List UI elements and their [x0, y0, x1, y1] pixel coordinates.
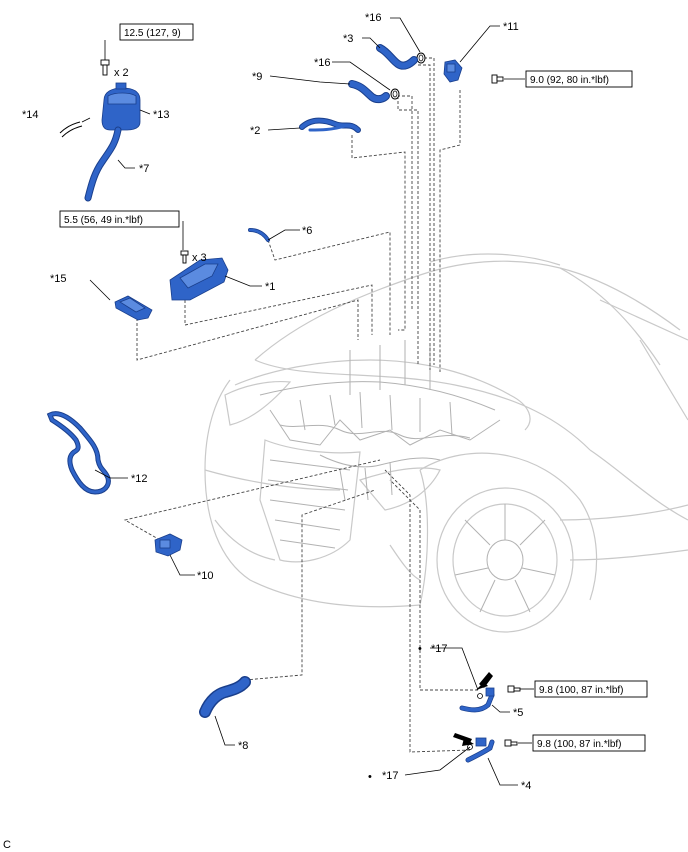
bolt-11: [491, 74, 504, 84]
part-10-pipe: [154, 533, 183, 557]
part-3-hose: [376, 44, 418, 70]
label-part-9: *9: [252, 71, 262, 83]
bolt-5: [507, 685, 521, 693]
solid-leaders: [81, 17, 534, 786]
label-part-3: *3: [343, 33, 353, 45]
bullet-17-upper: •: [418, 643, 422, 655]
gasket-17-upper: [477, 693, 483, 699]
label-part-15: *15: [50, 273, 67, 285]
bolt-4: [504, 739, 518, 747]
torque-5-text: 9.8 (100, 87 in.*lbf): [537, 739, 622, 750]
part-12-belt: [46, 411, 111, 495]
part-4-hose: [465, 737, 495, 763]
label-part-7: *7: [139, 163, 149, 175]
torque-4-text: 9.8 (100, 87 in.*lbf): [539, 685, 624, 696]
torque-3-text: 9.0 (92, 80 in.*lbf): [530, 75, 609, 86]
label-part-8: *8: [238, 740, 248, 752]
torque-2-text: 5.5 (56, 49 in.*lbf): [64, 215, 143, 226]
part-16-clamp-lower: [390, 88, 400, 100]
label-part-16-upper: *16: [365, 12, 382, 24]
part-7-hose: [84, 126, 122, 202]
label-part-14: *14: [22, 109, 39, 121]
torque-1-text: 12.5 (127, 9): [124, 28, 181, 39]
part-2-hose: [299, 117, 361, 133]
dashed-leaders: [123, 57, 478, 753]
vehicle-illustration: [204, 253, 688, 633]
torque-box-5: 9.8 (100, 87 in.*lbf): [532, 734, 646, 752]
label-part-4: *4: [521, 780, 531, 792]
part-14-clip: [59, 121, 83, 138]
label-part-16-lower: *16: [314, 57, 331, 69]
label-part-17-lower: *17: [382, 770, 399, 782]
label-part-13: *13: [153, 109, 170, 121]
part-15-bracket: [114, 295, 153, 321]
quantity-bolt-reservoir: x 2: [114, 67, 129, 79]
torque-box-4: 9.8 (100, 87 in.*lbf): [534, 680, 648, 698]
bolt-1: [180, 250, 189, 264]
part-9-hose: [348, 80, 390, 104]
quantity-bolt-1: x 3: [192, 252, 207, 264]
arrow-4: [453, 733, 474, 746]
label-part-5: *5: [513, 707, 523, 719]
part-5-hose: [459, 687, 495, 713]
part-11-fitting: [443, 59, 463, 83]
part-8-hose: [199, 676, 251, 718]
label-part-2: *2: [250, 125, 260, 137]
corner-mark: C: [3, 839, 11, 851]
torque-box-3: 9.0 (92, 80 in.*lbf): [525, 70, 633, 88]
label-part-10: *10: [197, 570, 214, 582]
part-13-reservoir-tank: [101, 82, 141, 131]
label-part-17-upper: *17: [431, 643, 448, 655]
arrow-5: [476, 672, 493, 690]
label-part-11: *11: [503, 21, 519, 33]
part-16-clamp-upper: [416, 52, 426, 64]
label-part-6: *6: [302, 225, 312, 237]
part-6-hose: [248, 228, 270, 242]
bolt-reservoir: [100, 59, 110, 76]
label-part-1: *1: [265, 281, 275, 293]
torque-box-1: 12.5 (127, 9): [119, 23, 194, 41]
part-1-cover: [169, 257, 229, 301]
label-part-12: *12: [131, 473, 148, 485]
torque-box-2: 5.5 (56, 49 in.*lbf): [59, 210, 180, 228]
bullet-17-lower: •: [368, 771, 372, 783]
